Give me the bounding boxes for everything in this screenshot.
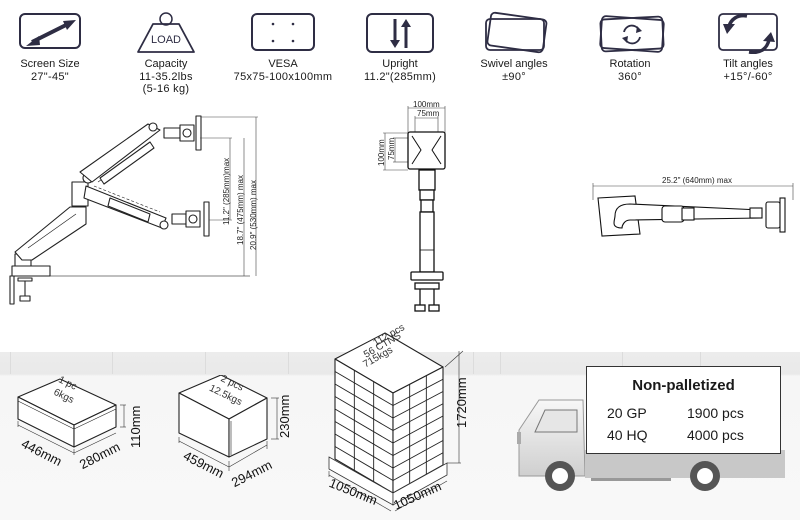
- pallet-grid-line: [392, 427, 444, 456]
- feature-label: Upright: [382, 58, 418, 70]
- package-single-box: [17, 378, 126, 455]
- feature-capacity: LOAD Capacity 11-35.2lbs (5-16 kg): [111, 10, 221, 95]
- feature-value: 75x75-100x100mm: [233, 71, 333, 83]
- feature-label: Swivel angles: [480, 58, 548, 70]
- dim-height-475mm: 18.7" (475mm) max: [236, 175, 245, 245]
- container-40hq-qty: 4000 pcs: [687, 427, 744, 443]
- tilt-icon: [718, 13, 778, 54]
- dim-vesa-inner-width: 75mm: [417, 109, 440, 118]
- load-weight-icon: LOAD: [137, 12, 195, 53]
- dim-height-530mm: 20.9" (530mm) max: [249, 180, 258, 250]
- swivel-icon: [485, 11, 548, 54]
- feature-label: VESA: [268, 58, 298, 70]
- dim-upright-285mm: 11.2" (285mm)max: [222, 157, 231, 225]
- feature-swivel: Swivel angles ±90°: [459, 10, 569, 83]
- pallet-grid-line: [334, 446, 394, 481]
- load-label: LOAD: [151, 34, 181, 46]
- package-single-height: 110mm: [128, 405, 143, 448]
- container-20gp: 20 GP: [607, 405, 647, 421]
- dim-vesa-outer-width: 100mm: [413, 100, 440, 109]
- top-view-drawing: [592, 183, 794, 237]
- pallet-grid-line: [392, 440, 444, 469]
- package-double-height: 230mm: [277, 394, 292, 438]
- dim-max-reach: 25.2" (640mm) max: [662, 176, 732, 185]
- pallet-height: 1720mm: [454, 377, 469, 428]
- feature-label: Capacity: [144, 58, 188, 70]
- feature-value: 11.2"(285mm): [363, 71, 437, 83]
- pallet-grid-line: [334, 408, 394, 444]
- feature-rotation: Rotation 360°: [575, 10, 685, 83]
- shipping-title: Non-palletized: [632, 377, 735, 394]
- diagonal-arrow-icon: [19, 13, 81, 49]
- up-down-arrows-icon: [366, 13, 434, 53]
- feature-value-secondary: (5-16 kg): [142, 83, 190, 95]
- shipping-info-box: Non-palletized 20 GP 1900 pcs 40 HQ 4000…: [586, 366, 781, 454]
- pallet-grid-line: [334, 433, 394, 469]
- pallet-grid-line: [334, 371, 394, 406]
- rotation-icon: [599, 15, 665, 53]
- pallet-grid-line: [392, 452, 444, 481]
- feature-tilt: Tilt angles +15°/-60°: [693, 10, 800, 83]
- pallet-grid-line: [334, 396, 394, 431]
- truck-illustration: [517, 399, 785, 491]
- container-40hq: 40 HQ: [607, 427, 648, 443]
- feature-label: Tilt angles: [723, 58, 773, 70]
- feature-label: Screen Size: [20, 58, 80, 70]
- feature-value: 11-35.2lbs: [139, 71, 193, 83]
- pallet-grid-line: [334, 421, 394, 456]
- pallet-grid-line: [334, 383, 394, 419]
- feature-screen-size: Screen Size 27"-45": [0, 10, 105, 83]
- feature-value: ±90°: [502, 71, 526, 83]
- front-view-drawing: [383, 106, 446, 312]
- package-double-box: [178, 375, 279, 471]
- feature-label: Rotation: [609, 58, 651, 70]
- feature-value: 360°: [618, 71, 642, 83]
- container-20gp-qty: 1900 pcs: [687, 405, 744, 421]
- feature-value: +15°/-60°: [723, 71, 773, 83]
- side-view-drawing: [9, 115, 258, 305]
- package-pallet: [328, 332, 464, 512]
- pallet-grid-line: [392, 378, 444, 406]
- pallet-grid-line: [392, 391, 444, 419]
- feature-upright: Upright 11.2"(285mm): [345, 10, 455, 83]
- feature-vesa: VESA 75x75-100x100mm: [228, 10, 338, 83]
- feature-value: 27"-45": [30, 71, 70, 83]
- pallet-grid-line: [392, 415, 444, 444]
- dim-vesa-inner-height: 75mm: [387, 137, 396, 160]
- pallet-grid-line: [392, 403, 444, 431]
- vesa-pattern-icon: [251, 13, 315, 51]
- dim-vesa-outer-height: 100mm: [377, 139, 386, 166]
